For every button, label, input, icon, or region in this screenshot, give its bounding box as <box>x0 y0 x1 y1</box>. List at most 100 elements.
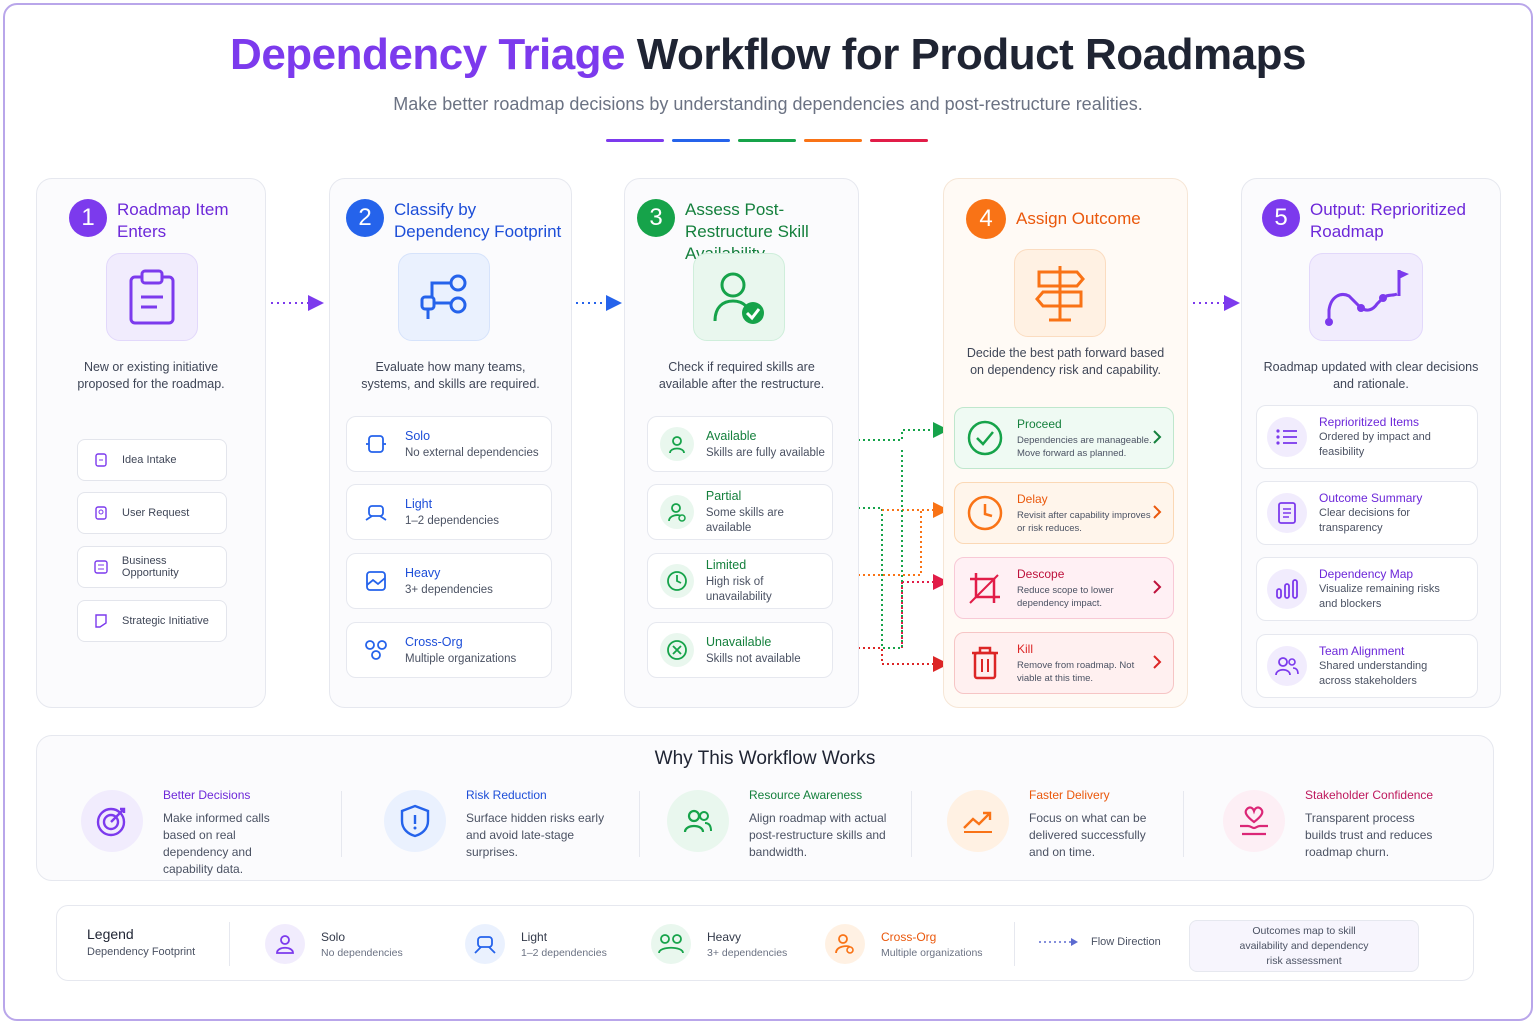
solo-icon <box>359 427 393 461</box>
step-title: Assign Outcome <box>1016 209 1141 228</box>
shield-icon <box>384 790 446 852</box>
route-unavailable-descope <box>833 450 903 649</box>
step-number: 2 <box>346 199 384 237</box>
chip-idea-intake[interactable]: Idea Intake <box>77 439 227 481</box>
target-icon <box>81 790 143 852</box>
light-icon <box>359 495 393 529</box>
step-title: Output: Reprioritized Roadmap <box>1310 200 1466 241</box>
flag-icon <box>92 612 110 630</box>
user-partial-icon <box>660 495 694 529</box>
lightbulb-icon <box>92 451 110 469</box>
check-circle-icon <box>965 418 1005 458</box>
step-title: Classify by Dependency Footprint <box>394 200 562 241</box>
chip-user-request[interactable]: User Request <box>77 492 227 534</box>
x-circle-icon <box>660 633 694 667</box>
step-1-roadmap-item-enters: 1 Roadmap Item Enters New or existing in… <box>36 178 266 708</box>
step-title: Roadmap Item Enters <box>117 200 229 241</box>
route-limited-delay <box>833 510 922 576</box>
color-bars <box>606 139 928 142</box>
solo-icon <box>265 924 305 964</box>
step-number: 5 <box>1262 199 1300 237</box>
cross-org-icon <box>359 633 393 667</box>
legend-flow-direction: Flow Direction <box>1039 936 1161 948</box>
chevron-right-icon <box>1153 655 1162 669</box>
route-available-proceed <box>833 422 949 441</box>
step-3-assess-skill-availability: 3 Assess Post-Restructure Skill Availabi… <box>624 178 859 708</box>
route-unavailable-kill <box>833 647 949 672</box>
clipboard-icon <box>106 253 198 341</box>
user-check-icon <box>693 253 785 341</box>
heavy-icon <box>359 564 393 598</box>
step-number: 4 <box>966 199 1006 239</box>
step-description: Check if required skills are available a… <box>658 360 825 391</box>
step-2-classify-dependency-footprint: 2 Classify by Dependency Footprint Evalu… <box>329 178 572 708</box>
heavy-icon <box>651 924 691 964</box>
list-icon <box>1267 417 1307 457</box>
crop-icon <box>965 568 1005 608</box>
workflow-nodes-icon <box>398 253 490 341</box>
bar-chart-icon <box>1267 569 1307 609</box>
heart-hands-icon <box>1223 790 1285 852</box>
page-frame <box>3 3 1533 1021</box>
trend-up-icon <box>947 790 1009 852</box>
users-icon <box>1267 646 1307 686</box>
page-title: Dependency Triage Workflow for Product R… <box>230 30 1306 79</box>
step-5-output-reprioritized-roadmap: 5 Output: Reprioritized Roadmap Roadmap … <box>1241 178 1501 708</box>
document-icon <box>1267 493 1307 533</box>
opportunity-icon <box>92 558 110 576</box>
section-title: Why This Workflow Works <box>654 748 876 769</box>
step-number: 3 <box>637 199 675 237</box>
step-description: Roadmap updated with clear decisions and… <box>1263 360 1479 391</box>
cross-org-icon <box>825 924 865 964</box>
chip-strategic-initiative[interactable]: Strategic Initiative <box>77 600 227 642</box>
user-icon <box>660 427 694 461</box>
step-number: 1 <box>69 199 107 237</box>
users-icon <box>667 790 729 852</box>
light-icon <box>465 924 505 964</box>
legend-note: Outcomes map to skill availability and d… <box>1189 920 1419 972</box>
dashed-arrow-icon <box>1039 938 1078 946</box>
chevron-right-icon <box>1153 580 1162 594</box>
chevron-right-icon <box>1153 505 1162 519</box>
legend-heading: Legend Dependency Footprint <box>87 926 196 958</box>
clock-icon <box>965 493 1005 533</box>
page-subtitle: Make better roadmap decisions by underst… <box>393 94 1143 114</box>
chevron-right-icon <box>1153 430 1162 444</box>
step-description: Decide the best path forward based on de… <box>966 346 1165 377</box>
why-this-workflow-works: Why This Workflow Works Better Decisions… <box>36 735 1494 881</box>
route-flag-icon <box>1309 253 1423 341</box>
signpost-icon <box>1014 249 1106 337</box>
flow-connectors <box>271 295 1240 672</box>
step-4-assign-outcome: 4 Assign Outcome Decide the best path fo… <box>943 178 1188 708</box>
step-description: Evaluate how many teams, systems, and sk… <box>361 360 540 391</box>
trash-icon <box>965 643 1005 683</box>
chip-business-opportunity[interactable]: Business Opportunity <box>77 546 227 588</box>
user-request-icon <box>92 504 110 522</box>
